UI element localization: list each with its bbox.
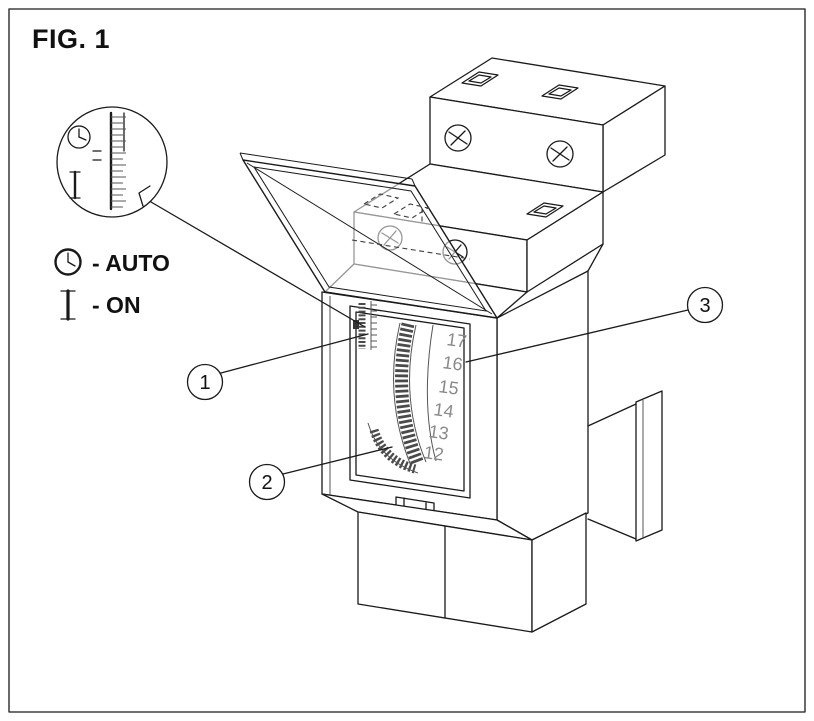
dial-number: 14	[432, 399, 455, 422]
detail-leader-line	[150, 201, 366, 328]
dial-number: 16	[441, 352, 464, 375]
timer-device-illustration: 17 16 15 14 13 12	[239, 57, 666, 633]
callout-3-number: 3	[699, 295, 710, 317]
din-rail-clip	[587, 390, 663, 542]
callout-2-leader	[282, 446, 393, 475]
terminal-hole	[461, 71, 499, 87]
terminal-hole	[526, 202, 564, 218]
callout-1-leader	[220, 333, 369, 374]
selector-marks	[92, 150, 102, 161]
transparent-cover-flap	[239, 152, 498, 319]
callout-3: 3	[465, 286, 724, 363]
callout-1: 1	[186, 333, 369, 401]
callout-1-number: 1	[199, 372, 210, 394]
callout-2-number: 2	[261, 472, 272, 494]
terminal-screw-icon	[546, 140, 574, 168]
legend-auto-label: - AUTO	[92, 250, 170, 276]
program-segment-ring	[367, 322, 437, 474]
dial-number: 12	[422, 442, 445, 465]
figure-title: FIG. 1	[32, 24, 110, 54]
callout-2: 2	[248, 446, 393, 501]
callout-3-leader	[465, 309, 689, 363]
detail-inset	[56, 106, 168, 218]
legend-on-label: - ON	[92, 292, 141, 318]
mode-scale-icon	[109, 111, 126, 211]
callout-1-bubble	[186, 363, 224, 401]
dial-hour-numbers: 17 16 15 14 13 12	[422, 329, 468, 465]
clock-icon	[54, 248, 82, 276]
hidden-edges	[351, 193, 471, 260]
lower-housing	[321, 493, 587, 633]
callout-3-bubble	[686, 286, 724, 324]
callout-2-bubble	[248, 463, 286, 501]
dial-number: 17	[445, 329, 468, 352]
on-bar-icon	[69, 170, 81, 200]
selector-knob	[353, 320, 359, 329]
side-panel	[496, 270, 589, 541]
detail-notch	[138, 185, 151, 207]
dial-number: 15	[437, 376, 460, 399]
dial-number: 13	[427, 421, 450, 444]
on-bar-icon	[60, 289, 76, 321]
legend: - AUTO - ON	[54, 248, 170, 321]
clock-icon	[67, 125, 91, 149]
terminal-hole	[541, 84, 579, 100]
terminal-screw-icon	[444, 124, 472, 152]
